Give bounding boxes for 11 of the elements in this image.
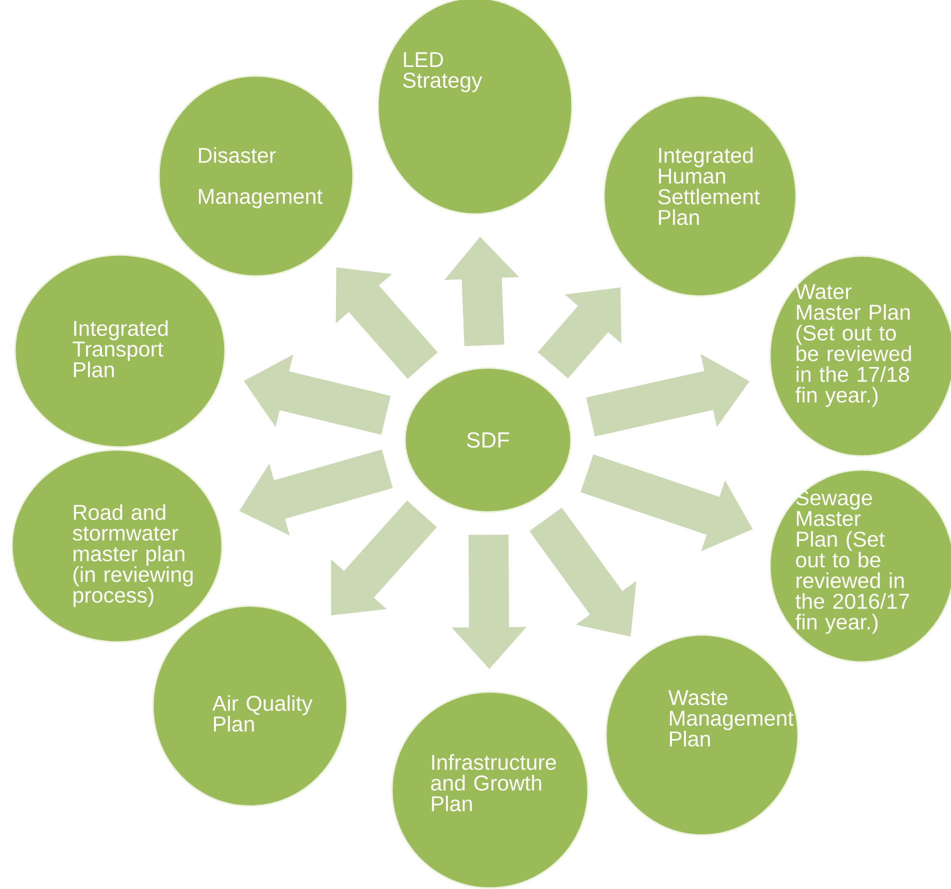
node-label: Integrated Transport Plan — [72, 320, 168, 378]
node-label: Waste Management Plan — [668, 690, 794, 747]
node-label: Air Quality Plan — [212, 695, 312, 732]
node-label: SDF — [467, 432, 510, 448]
node-label: Infrastructure and Growth Plan — [431, 754, 556, 812]
node-label: Sewage Master Plan (Set out to be reviewed in the 2016/17 fin year.) — [796, 490, 909, 634]
node-label: Disaster Management — [198, 147, 323, 208]
node-label: Road and stormwater master plan (in reviewing process) — [72, 504, 193, 608]
node-label: Water Master Plan (Set out to be reviewed in the 17/18 fin year.) — [795, 284, 911, 407]
node-label: LED Strategy — [403, 52, 482, 92]
node-label: Integrated Human Settlement Plan — [658, 147, 760, 226]
